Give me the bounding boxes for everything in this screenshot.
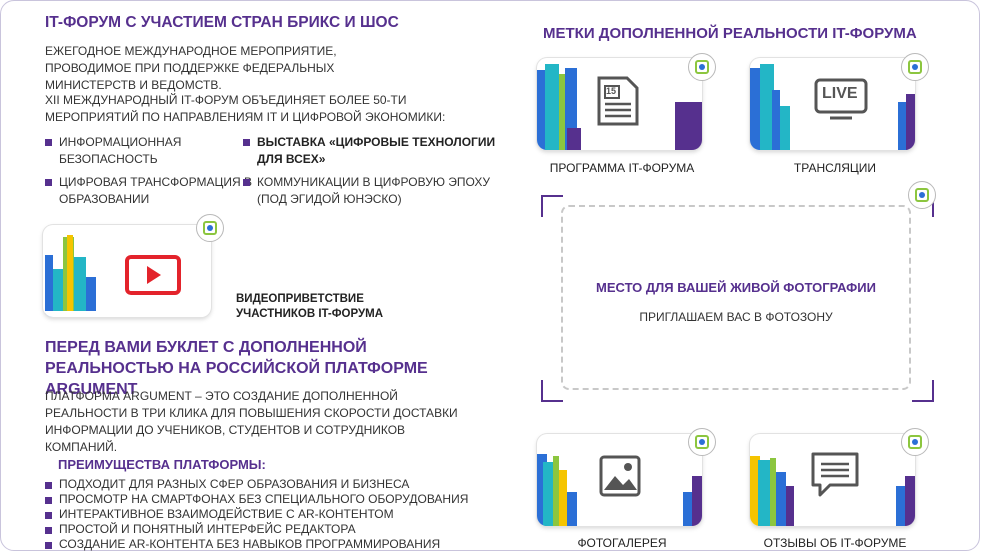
- document-icon: 15: [595, 74, 641, 133]
- video-greeting-card[interactable]: [43, 225, 211, 317]
- image-icon: [598, 454, 642, 503]
- ar-marker-icon: [196, 214, 224, 242]
- advantage-item: ПОДХОДИТ ДЛЯ РАЗНЫХ СФЕР ОБРАЗОВАНИЯ И Б…: [45, 477, 499, 491]
- ar-marker-icon: [901, 428, 929, 456]
- building-graphic: [786, 486, 794, 526]
- intro-text: ЕЖЕГОДНОЕ МЕЖДУНАРОДНОЕ МЕРОПРИЯТИЕ, ПРО…: [45, 44, 337, 92]
- photo-frame-corner: [912, 380, 934, 402]
- ar-marker-icon: [901, 53, 929, 81]
- topic-item: КОММУНИКАЦИИ В ЦИФРОВУЮ ЭПОХУ (ПОД ЭГИДО…: [243, 174, 497, 208]
- gallery-label: ФОТОГАЛЕРЕЯ: [577, 536, 667, 550]
- photo-frame-corner: [541, 380, 563, 402]
- building-graphic: [683, 492, 692, 526]
- topic-item: ИНФОРМАЦИОННАЯ БЕЗОПАСНОСТЬ: [45, 134, 239, 168]
- booklet-title: ПЕРЕД ВАМИ БУКЛЕТ С ДОПОЛНЕННОЙ РЕАЛЬНОС…: [45, 339, 428, 398]
- advantage-item: ПРОСТОЙ И ПОНЯТНЫЙ ИНТЕРФЕЙС РЕДАКТОРА: [45, 522, 499, 536]
- building-graphic: [67, 235, 73, 317]
- building-graphic: [896, 486, 905, 526]
- building-graphic: [559, 470, 567, 526]
- photo-frame-corner: [541, 195, 563, 217]
- advantages-title: ПРЕИМУЩЕСТВА ПЛАТФОРМЫ:: [58, 457, 266, 472]
- video-label: ВИДЕОПРИВЕТСТВИЕ УЧАСТНИКОВ IT-ФОРУМА: [236, 293, 384, 320]
- building-graphic: [553, 456, 559, 526]
- building-graphic: [905, 476, 915, 526]
- building-graphic: [545, 64, 559, 150]
- advantage-item: СОЗДАНИЕ AR-КОНТЕНТА БЕЗ НАВЫКОВ ПРОГРАМ…: [45, 537, 499, 551]
- building-graphic: [567, 492, 577, 526]
- topic-item: ВЫСТАВКА «ЦИФРОВЫЕ ТЕХНОЛОГИИ ДЛЯ ВСЕХ»: [243, 134, 497, 168]
- ar-marker-icon: [908, 181, 936, 209]
- platform-text: ПЛАТФОРМА ARGUMENT – ЭТО СОЗДАНИЕ ДОПОЛН…: [45, 389, 458, 454]
- program-card[interactable]: 15: [537, 58, 702, 150]
- reviews-label: ОТЗЫВЫ ОБ IT-ФОРУМЕ: [763, 536, 907, 550]
- live-icon: LIVE: [814, 78, 868, 125]
- chat-icon: [810, 451, 860, 504]
- building-graphic: [750, 68, 762, 150]
- building-graphic: [543, 462, 553, 526]
- building-graphic: [776, 472, 786, 526]
- photo-zone-title: МЕСТО ДЛЯ ВАШЕЙ ЖИВОЙ ФОТОГРАФИИ: [596, 280, 876, 295]
- topic-item: ЦИФРОВАЯ ТРАНСФОРМАЦИЯ В ОБРАЗОВАНИИ: [45, 174, 259, 208]
- ar-marker-icon: [688, 428, 716, 456]
- photo-placeholder[interactable]: [561, 205, 911, 390]
- card-bottom-bar: [43, 311, 211, 317]
- building-graphic: [770, 458, 776, 526]
- ar-section-title: МЕТКИ ДОПОЛНЕННОЙ РЕАЛЬНОСТИ IT-ФОРУМА: [543, 25, 917, 42]
- gallery-card[interactable]: [537, 434, 702, 526]
- building-graphic: [537, 70, 547, 150]
- building-graphic: [53, 269, 63, 317]
- building-graphic: [692, 476, 702, 526]
- ar-marker-icon: [688, 53, 716, 81]
- building-graphic: [758, 460, 770, 526]
- building-graphic: [906, 94, 915, 150]
- building-graphic: [675, 102, 702, 150]
- building-graphic: [559, 74, 565, 150]
- advantage-item: ИНТЕРАКТИВНОЕ ВЗАИМОДЕЙСТВИЕ С AR-КОНТЕН…: [45, 507, 499, 521]
- building-graphic: [780, 106, 790, 150]
- building-graphic: [567, 128, 581, 150]
- building-graphic: [750, 456, 760, 526]
- broadcast-label: ТРАНСЛЯЦИИ: [793, 161, 877, 175]
- photo-zone-subtitle: ПРИГЛАШАЕМ ВАС В ФОТОЗОНУ: [639, 310, 833, 324]
- building-graphic: [74, 257, 86, 317]
- forum-title: IT-ФОРУМ С УЧАСТИЕМ СТРАН БРИКС И ШОС: [45, 14, 399, 31]
- play-button-icon: [125, 255, 181, 300]
- intro2-text: XII МЕЖДУНАРОДНЫЙ IT-ФОРУМ ОБЪЕДИНЯЕТ БО…: [45, 93, 446, 124]
- building-graphic: [760, 64, 774, 150]
- live-text: LIVE: [822, 85, 858, 102]
- building-graphic: [45, 255, 53, 317]
- page-number: 15: [606, 86, 617, 96]
- building-graphic: [86, 277, 96, 317]
- program-label: ПРОГРАММА IT-ФОРУМА: [549, 161, 695, 175]
- advantage-item: ПРОСМОТР НА СМАРТФОНАХ БЕЗ СПЕЦИАЛЬНОГО …: [45, 492, 499, 506]
- building-graphic: [898, 102, 908, 150]
- reviews-card[interactable]: [750, 434, 915, 526]
- broadcast-card[interactable]: LIVE: [750, 58, 915, 150]
- building-graphic: [537, 454, 547, 526]
- building-graphic: [772, 90, 780, 150]
